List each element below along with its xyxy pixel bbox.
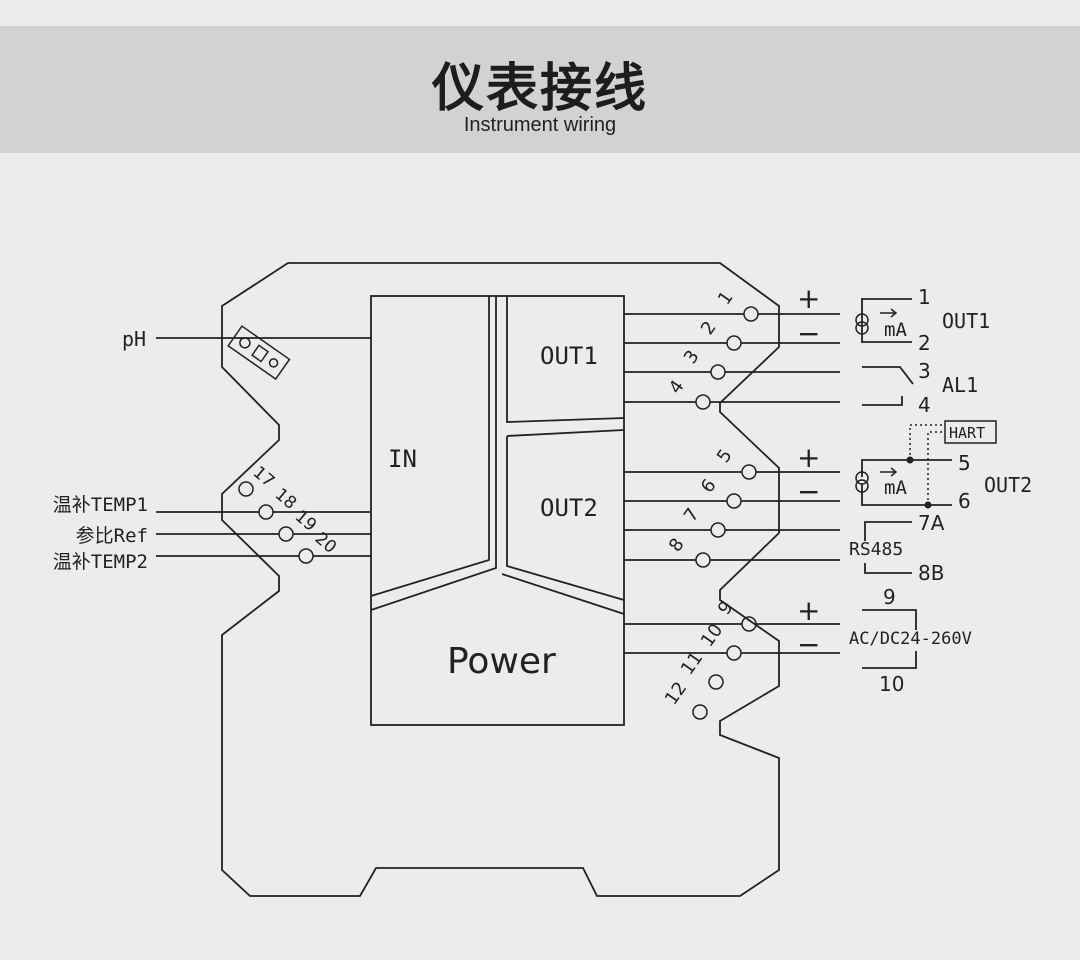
terminal-11 <box>708 674 724 690</box>
terminal-label-19: 19 <box>291 507 320 536</box>
terminal-label-20: 20 <box>311 529 340 558</box>
terminal-4 <box>695 394 711 410</box>
block-label-out2: OUT2 <box>540 494 598 522</box>
terminal-3 <box>710 364 726 380</box>
relay-contact-top <box>862 366 914 385</box>
out1-loop-top <box>861 298 912 323</box>
terminal-12 <box>692 704 708 720</box>
out2-box-side <box>506 436 625 601</box>
terminal-2 <box>726 335 742 351</box>
out2-box-top <box>506 429 625 437</box>
terminal-label-18: 18 <box>271 485 300 514</box>
terminal-18 <box>258 504 274 520</box>
out1-t4: 4 <box>918 393 931 417</box>
input-label-ph: pH <box>122 327 146 351</box>
out1-t3: 3 <box>918 359 931 383</box>
terminal-20 <box>298 548 314 564</box>
hart-label: HART <box>949 424 985 442</box>
out1-unit: mA <box>884 319 907 341</box>
out2-loop-top <box>861 459 952 477</box>
terminal-19 <box>278 526 294 542</box>
current-source-icon <box>855 471 869 485</box>
terminal-label-12: 12 <box>661 678 691 709</box>
rs485-bottom <box>864 563 912 574</box>
terminal-label-9: 9 <box>714 597 738 618</box>
hart-link-b <box>927 431 945 505</box>
alarm-label: AL1 <box>942 373 978 397</box>
device-outline <box>221 262 780 897</box>
input-label-temp1: 温补TEMP1 <box>53 494 148 516</box>
out2-t5: 5 <box>958 451 971 475</box>
power-top <box>862 609 917 630</box>
polarity-plus-power: + <box>797 594 820 627</box>
out1-t1: 1 <box>918 285 931 309</box>
in-divider-a <box>370 296 490 597</box>
power-bottom <box>862 651 917 669</box>
terminal-6 <box>726 493 742 509</box>
terminal-label-4: 4 <box>665 376 689 397</box>
polarity-plus-out1: + <box>797 282 820 315</box>
terminal-1 <box>743 306 759 322</box>
rs485-8b: 8B <box>918 561 944 585</box>
input-label-temp2: 温补TEMP2 <box>53 551 148 573</box>
hart-box <box>944 420 997 444</box>
polarity-minus-out1: − <box>797 317 820 350</box>
terminal-5 <box>741 464 757 480</box>
out1-box <box>506 296 625 423</box>
arrow-right-icon <box>880 467 898 477</box>
power-t10: 10 <box>879 672 904 696</box>
rs485-top <box>864 521 912 541</box>
rs485-7a: 7A <box>918 511 945 535</box>
power-t9: 9 <box>883 585 896 609</box>
terminal-label-6: 6 <box>697 475 721 496</box>
terminal-label-3: 3 <box>680 346 704 367</box>
terminal-label-1: 1 <box>714 287 738 308</box>
power-supply-label: AC/DC24-260V <box>849 629 972 649</box>
block-label-in: IN <box>388 445 417 473</box>
terminal-8 <box>695 552 711 568</box>
block-label-power: Power <box>447 641 556 682</box>
module-box <box>370 295 625 726</box>
ph-connector <box>227 325 291 381</box>
junction-dot <box>924 501 932 509</box>
rs485-label: RS485 <box>849 539 903 560</box>
out2-t6: 6 <box>958 489 971 513</box>
terminal-7 <box>710 522 726 538</box>
polarity-minus-out2: − <box>797 475 820 508</box>
out1-label: OUT1 <box>942 309 990 333</box>
polarity-minus-power: − <box>797 628 820 661</box>
arrow-right-icon <box>880 308 898 318</box>
polarity-plus-out2: + <box>797 441 820 474</box>
page-title: 仪表接线 <box>431 59 648 119</box>
current-source-icon-b <box>855 321 869 335</box>
power-divider <box>501 573 625 615</box>
input-label-ref: 参比Ref <box>76 525 148 547</box>
terminal-label-8: 8 <box>665 534 689 555</box>
out1-loop-bottom <box>861 323 912 343</box>
in-divider-b <box>370 296 497 611</box>
header-banner: 仪表接线 Instrument wiring <box>0 26 1080 153</box>
out2-unit: mA <box>884 477 907 499</box>
current-source-icon <box>855 313 869 327</box>
terminal-17 <box>238 481 254 497</box>
relay-contact-bottom <box>862 396 903 406</box>
terminal-label-2: 2 <box>697 317 721 338</box>
block-label-out1: OUT1 <box>540 342 598 370</box>
hart-link-a <box>909 424 945 460</box>
out2-label: OUT2 <box>984 473 1032 497</box>
terminal-label-5: 5 <box>713 445 737 466</box>
junction-dot <box>906 456 914 464</box>
current-source-icon-b <box>855 479 869 493</box>
terminal-10 <box>726 645 742 661</box>
out2-loop-bottom <box>861 484 952 506</box>
page-subtitle: Instrument wiring <box>463 114 617 136</box>
top-band <box>0 0 1080 26</box>
terminal-label-7: 7 <box>680 504 704 525</box>
out1-t2: 2 <box>918 331 931 355</box>
